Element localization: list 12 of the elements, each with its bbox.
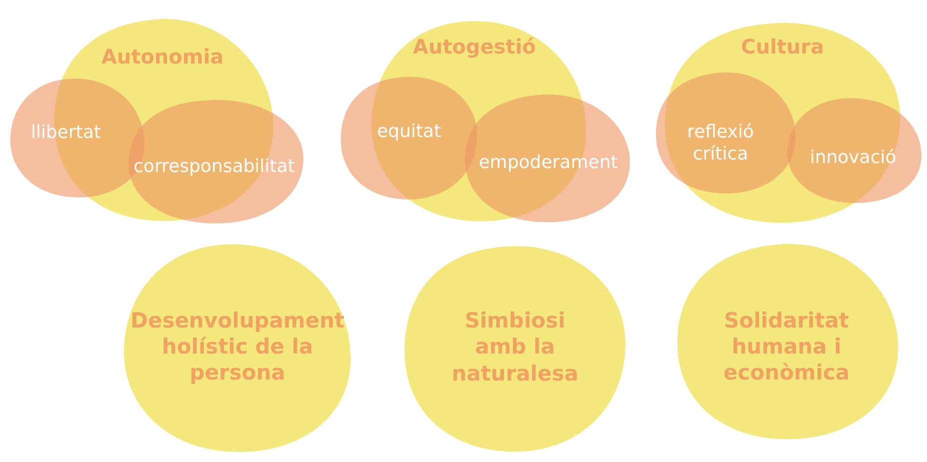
blob-heading: Cultura (740, 34, 825, 60)
blob-label: corresponsabilitat (132, 156, 296, 178)
blob-label: equitat (376, 120, 442, 144)
blob-label: empoderament (478, 152, 619, 174)
blob-label: innovació (808, 146, 898, 169)
blob-heading: Desenvolupament holístic de la persona (130, 307, 345, 386)
blob-label: llibertat (30, 122, 102, 145)
blob-label: reflexió crítica (686, 121, 755, 166)
blob-heading: Simbiosi amb la naturalesa (450, 308, 580, 386)
blob-heading: Autonomia (100, 44, 225, 70)
blob-heading: Autogestió (412, 34, 537, 60)
blob-heading: Solidaritat humana i econòmica (722, 307, 851, 386)
